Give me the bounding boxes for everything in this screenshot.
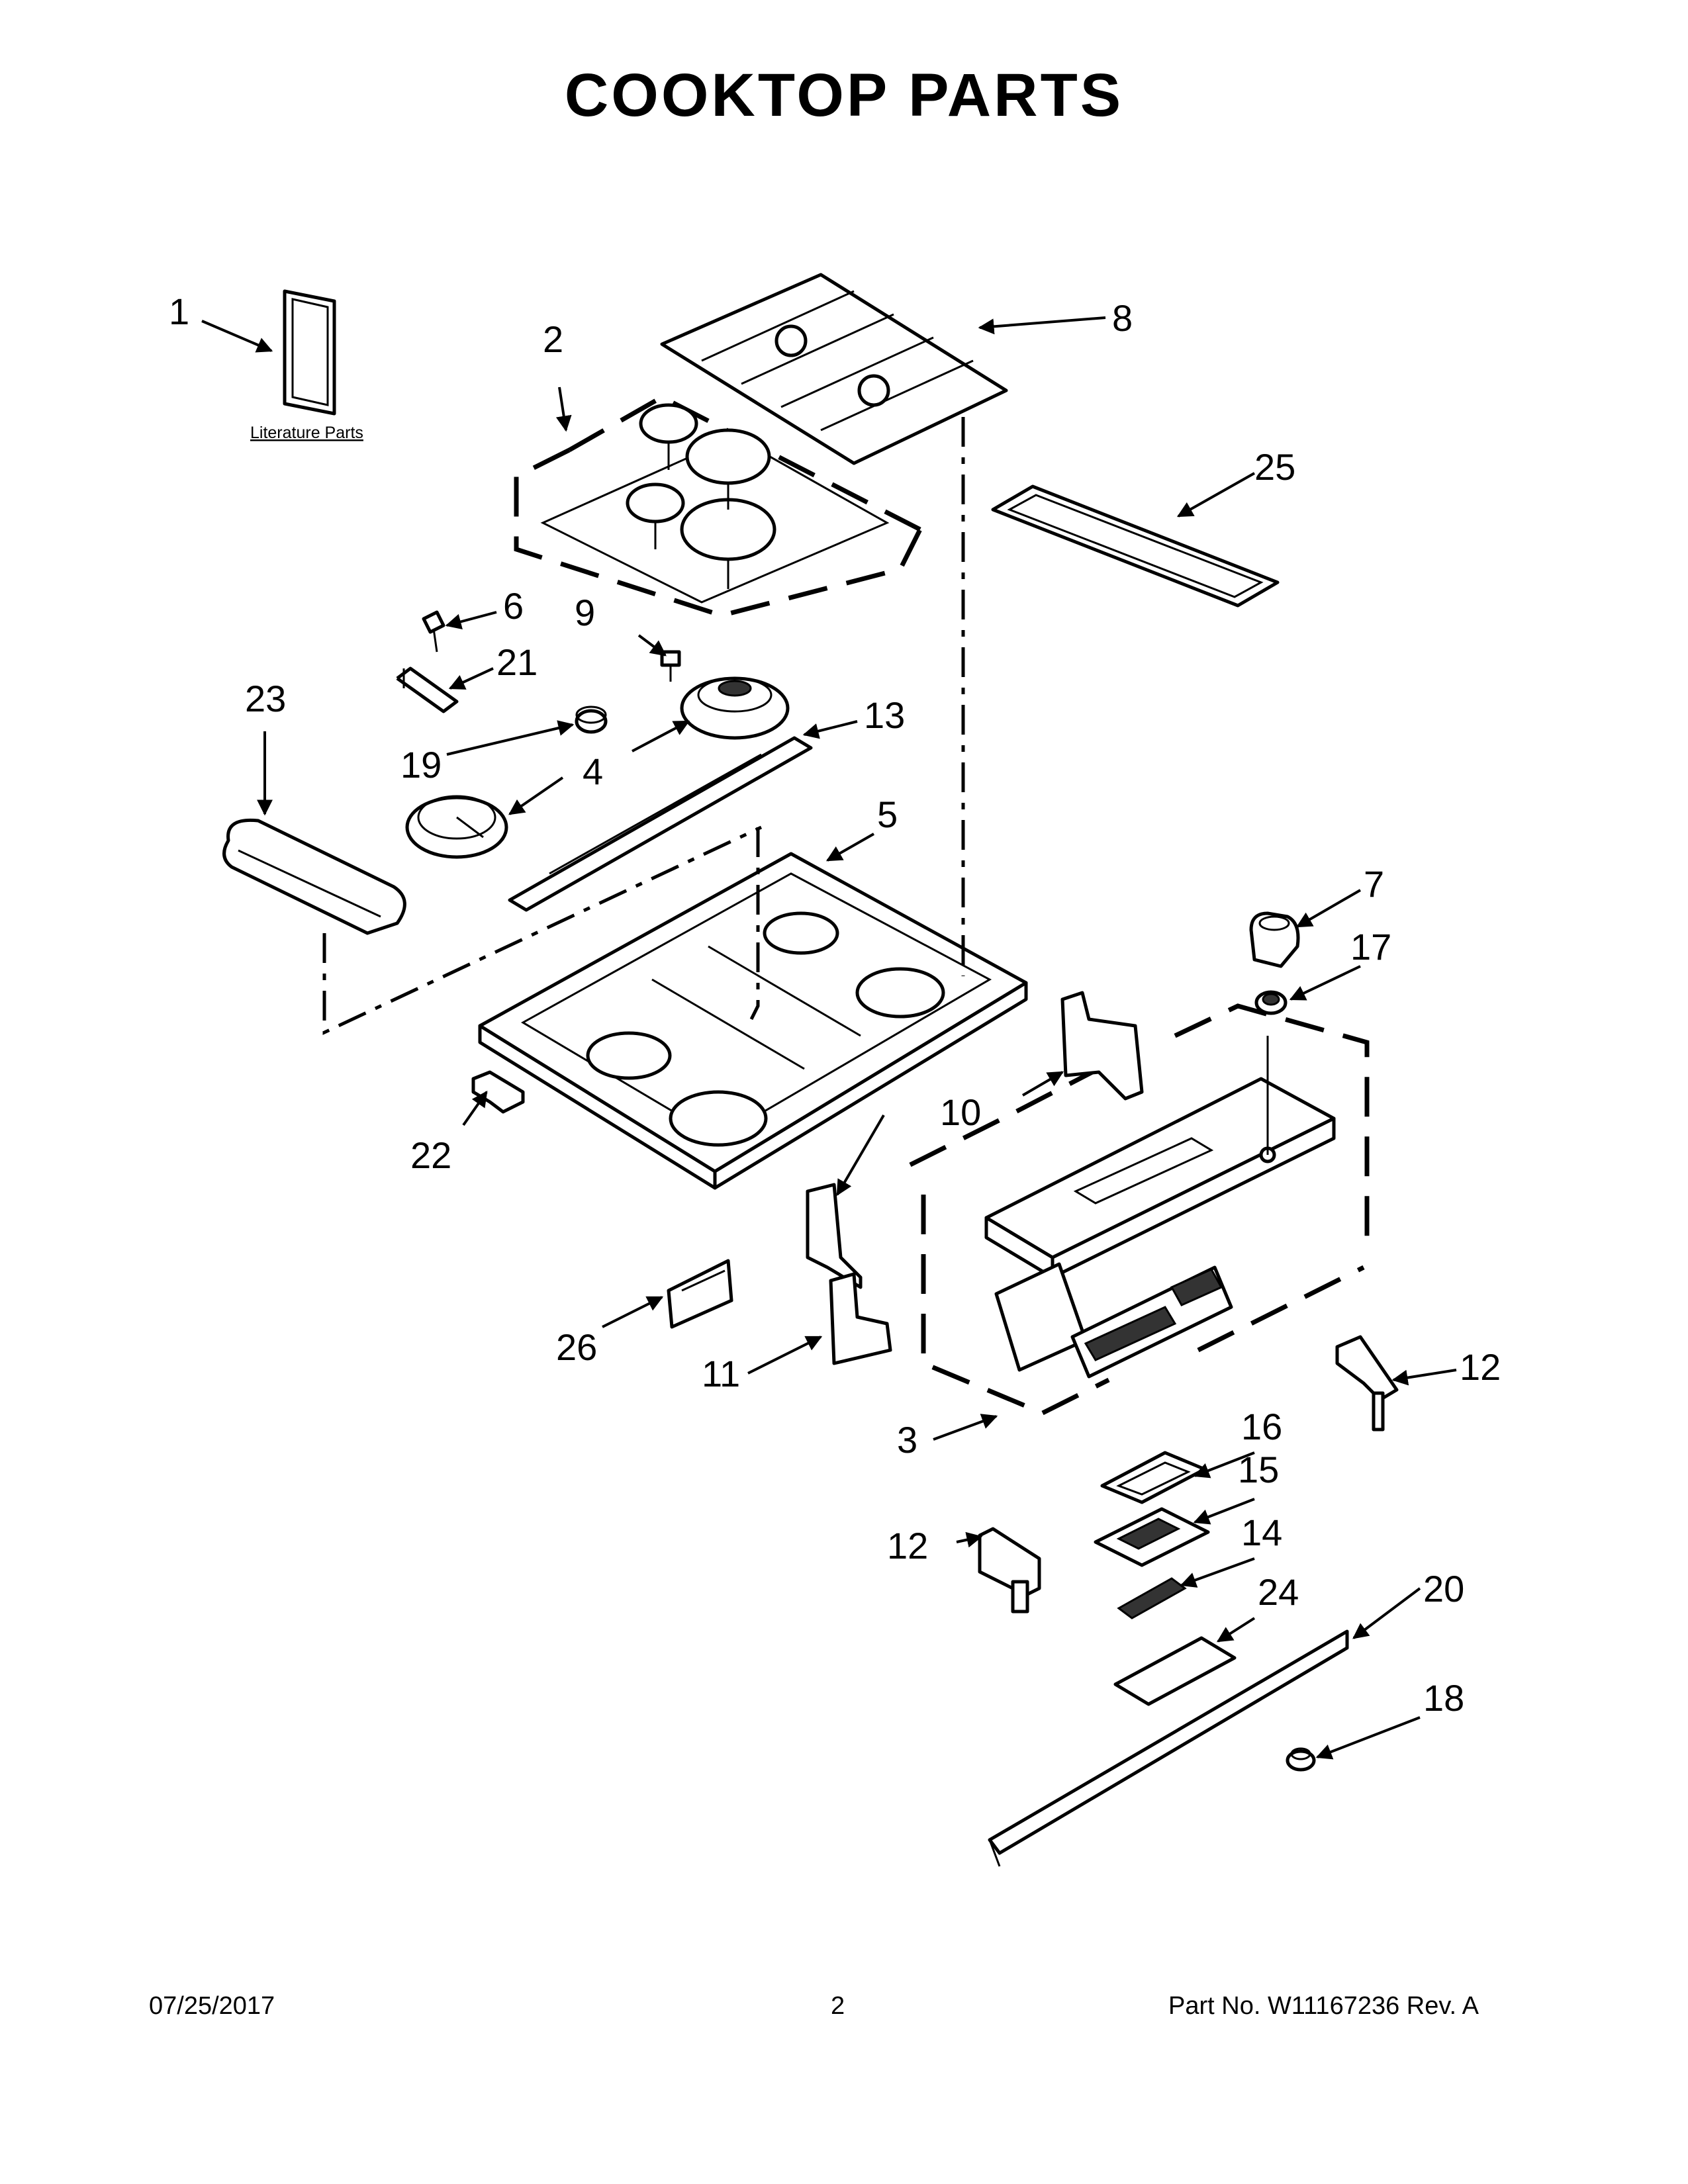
burner-head[interactable]: [405, 795, 508, 859]
burner-grate[interactable]: [660, 273, 1008, 465]
rear-trim-strip[interactable]: [508, 736, 813, 912]
callout-22: 22: [410, 1134, 451, 1176]
cooktop-frame[interactable]: [478, 852, 1028, 1190]
touch-keypad[interactable]: [1117, 1577, 1187, 1619]
footer-page-number: 2: [831, 1992, 845, 2020]
leader-lines: [201, 316, 1457, 1760]
front-trim-bar[interactable]: [988, 1629, 1349, 1867]
assembly-line-burner: [749, 827, 760, 1021]
footer-date: 07/25/2017: [149, 1992, 275, 2020]
callout-14: 14: [1241, 1512, 1282, 1553]
callout-1: 1: [169, 291, 189, 332]
callout-15: 15: [1238, 1449, 1279, 1490]
callout-12-upper: 12: [1460, 1346, 1501, 1388]
burner-bracket[interactable]: [396, 666, 459, 713]
callout-18: 18: [1423, 1677, 1464, 1719]
knob-bezel[interactable]: [1254, 990, 1288, 1015]
callout-3: 3: [897, 1419, 917, 1461]
footer-part-number: Part No. W11167236 Rev. A: [1168, 1992, 1479, 2020]
callout-20: 20: [1423, 1568, 1464, 1610]
callout-5: 5: [877, 794, 898, 835]
heat-shield-plate[interactable]: [667, 1259, 733, 1329]
callout-11: 11: [702, 1353, 740, 1394]
callout-21: 21: [496, 641, 538, 683]
simmer-burner-cap[interactable]: [575, 705, 608, 734]
callout-8: 8: [1112, 297, 1133, 339]
callout-9: 9: [575, 592, 595, 633]
switch-housing-upper[interactable]: [1335, 1335, 1399, 1432]
control-panel-side-bracket-right[interactable]: [1060, 991, 1144, 1101]
callout-24: 24: [1258, 1571, 1299, 1613]
callout-25: 25: [1254, 446, 1295, 488]
control-panel-support-bracket[interactable]: [829, 1272, 892, 1365]
vent-trim-cover[interactable]: [222, 818, 406, 935]
display-gasket[interactable]: [1100, 1451, 1207, 1504]
literature-parts-label: Literature Parts: [250, 424, 363, 442]
switch-housing-lower[interactable]: [978, 1527, 1041, 1614]
callout-12-lower: 12: [887, 1525, 928, 1567]
spark-igniter[interactable]: [660, 650, 681, 682]
callout-23: 23: [245, 678, 286, 719]
callout-17: 17: [1350, 926, 1391, 968]
callout-2: 2: [543, 318, 563, 360]
page-title: COOKTOP PARTS: [564, 62, 1124, 129]
mounting-screw[interactable]: [422, 610, 445, 653]
control-panel-side-bracket-left[interactable]: [806, 1183, 863, 1289]
cooktop-glass-assembly[interactable]: [514, 394, 923, 618]
callout-16: 16: [1241, 1406, 1282, 1447]
control-knob[interactable]: [1249, 911, 1300, 968]
leveling-foot[interactable]: [1286, 1747, 1316, 1772]
callout-19: 19: [400, 744, 442, 786]
assembly-line-vent: [322, 825, 763, 1035]
control-panel-assembly[interactable]: [909, 1003, 1370, 1416]
literature-parts-booklet[interactable]: [283, 289, 336, 416]
callout-7: 7: [1364, 863, 1384, 905]
callout-13: 13: [864, 694, 905, 736]
callout-26: 26: [556, 1326, 597, 1368]
electronic-control-board[interactable]: [1094, 1507, 1210, 1567]
burner-base[interactable]: [680, 676, 790, 740]
callout-10: 10: [940, 1091, 981, 1133]
griddle-plate[interactable]: [991, 484, 1280, 608]
vent-mounting-bracket[interactable]: [471, 1070, 525, 1114]
callout-6: 6: [503, 585, 524, 627]
callout-4: 4: [583, 751, 603, 792]
keypad-mounting-bracket[interactable]: [1113, 1636, 1237, 1706]
